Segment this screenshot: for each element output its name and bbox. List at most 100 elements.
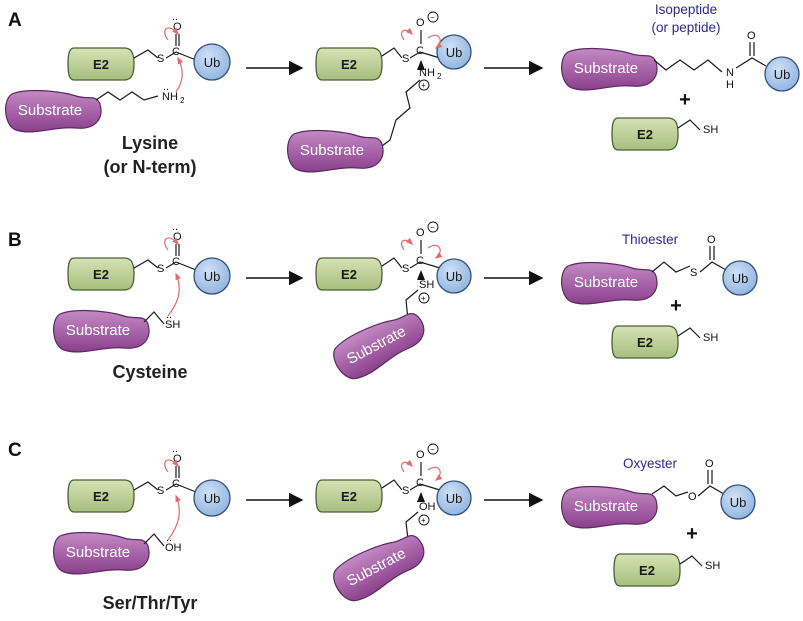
svg-text:..: .. [172, 221, 178, 233]
svg-text:S: S [402, 53, 409, 65]
svg-text:S: S [690, 267, 697, 279]
panel-c: C E2 S C O .. Ub Substrate OH .. Se [8, 440, 756, 613]
svg-text:E2: E2 [93, 489, 109, 504]
intermediate-c: E2 S C O − Ub OH + Substrate [315, 443, 472, 608]
svg-text:E2: E2 [93, 57, 109, 72]
nucleophile-label-2: (or N-term) [104, 157, 197, 177]
svg-text:Ub: Ub [730, 495, 747, 510]
svg-text:2: 2 [437, 72, 442, 81]
svg-text:2: 2 [180, 96, 185, 105]
svg-text:Substrate: Substrate [66, 544, 130, 561]
svg-text:O: O [705, 458, 714, 470]
svg-text:C: C [416, 45, 424, 57]
e2-protein: E2 [67, 47, 135, 81]
intermediate-b: E2 S C O − Ub SH + Substrate [315, 221, 472, 386]
svg-text:Substrate: Substrate [574, 274, 638, 291]
svg-text:+: + [421, 516, 426, 525]
svg-text:O: O [688, 491, 697, 503]
nucleophile-label: Ser/Thr/Tyr [103, 593, 198, 613]
product-label: Isopeptide [655, 2, 717, 17]
substrate-blob: Substrate [4, 89, 102, 133]
svg-text:E2: E2 [341, 267, 357, 282]
svg-text:E2: E2 [637, 127, 653, 142]
svg-text:NH: NH [162, 91, 178, 103]
svg-text:C: C [416, 255, 424, 267]
svg-text:NH: NH [419, 67, 435, 79]
svg-text:O: O [416, 227, 425, 239]
svg-text:C: C [172, 256, 180, 268]
svg-text:O: O [416, 449, 425, 461]
svg-text:O: O [416, 17, 425, 29]
svg-text:E2: E2 [93, 267, 109, 282]
svg-text:..: .. [163, 81, 169, 93]
svg-text:+: + [421, 294, 426, 303]
svg-text:Substrate: Substrate [300, 142, 364, 159]
svg-text:S: S [157, 263, 164, 275]
svg-text:OH: OH [419, 501, 436, 513]
svg-text:Substrate: Substrate [574, 60, 638, 77]
panel-a: A E2 S C O .. Ub Substrate NH 2 [4, 2, 800, 177]
svg-text:E2: E2 [341, 57, 357, 72]
product-label: Thioester [622, 232, 679, 247]
svg-text:E2: E2 [341, 489, 357, 504]
svg-text:H: H [726, 79, 734, 91]
svg-text:Ub: Ub [446, 491, 463, 506]
svg-text:C: C [172, 478, 180, 490]
svg-text:−: − [430, 445, 435, 454]
product-label-2: (or peptide) [651, 20, 720, 35]
svg-text:O: O [173, 231, 182, 243]
svg-text:..: .. [172, 443, 178, 455]
svg-text:..: .. [166, 532, 172, 544]
svg-text:+: + [686, 523, 698, 545]
svg-text:S: S [157, 485, 164, 497]
sulfur-atom: S [157, 53, 164, 65]
nucleophile-label: Cysteine [112, 362, 187, 382]
svg-text:O: O [747, 30, 756, 42]
svg-text:E2: E2 [639, 563, 655, 578]
svg-text:+: + [670, 295, 682, 317]
product-a: Isopeptide (or peptide) Substrate N H O … [560, 2, 800, 151]
ubiquitin [193, 43, 231, 81]
svg-text:Ub: Ub [774, 67, 791, 82]
svg-text:SH: SH [419, 279, 434, 291]
svg-text:O: O [173, 21, 182, 33]
product-b: Thioester Substrate S O Ub + E2 SH [560, 232, 758, 359]
svg-text:O: O [173, 453, 182, 465]
svg-text:S: S [402, 263, 409, 275]
nucleophile-label: Lysine [122, 133, 178, 153]
svg-text:..: .. [166, 309, 172, 321]
svg-text:N: N [726, 67, 734, 79]
reactant-b: E2 S C O .. Ub Substrate SH .. Cysteine [52, 221, 231, 382]
reactant-a: E2 S C O .. Ub Substrate NH 2 .. Lysine … [4, 11, 231, 177]
plus-sign: + [679, 89, 691, 111]
svg-text:SH: SH [705, 560, 720, 572]
svg-text:Ub: Ub [446, 269, 463, 284]
svg-text:S: S [402, 485, 409, 497]
reactant-c: E2 S C O .. Ub Substrate OH .. Ser/Thr/T… [52, 443, 231, 613]
svg-text:Substrate: Substrate [66, 322, 130, 339]
svg-text:SH: SH [165, 319, 180, 331]
product-label: Oxyester [623, 456, 678, 471]
svg-text:C: C [416, 477, 424, 489]
panel-letter-c: C [8, 440, 22, 461]
intermediate-a: E2 S C O − Ub NH 2 + Substrate [286, 11, 472, 173]
svg-text:−: − [430, 223, 435, 232]
electron-arrow [164, 27, 179, 41]
svg-text:E2: E2 [637, 335, 653, 350]
svg-text:Ub: Ub [204, 269, 221, 284]
svg-text:OH: OH [165, 542, 182, 554]
svg-text:Substrate: Substrate [574, 498, 638, 515]
panel-letter-b: B [8, 230, 22, 251]
svg-text:Ub: Ub [204, 55, 221, 70]
svg-text:+: + [421, 81, 426, 90]
svg-text:Ub: Ub [204, 491, 221, 506]
svg-text:Ub: Ub [446, 45, 463, 60]
svg-text:O: O [707, 234, 716, 246]
panel-b: B E2 S C O .. Ub Substrate SH .. Cy [8, 221, 758, 386]
svg-text:Ub: Ub [732, 271, 749, 286]
svg-text:Substrate: Substrate [18, 102, 82, 119]
svg-text:SH: SH [703, 332, 718, 344]
svg-text:..: .. [172, 11, 178, 23]
svg-text:C: C [172, 46, 180, 58]
